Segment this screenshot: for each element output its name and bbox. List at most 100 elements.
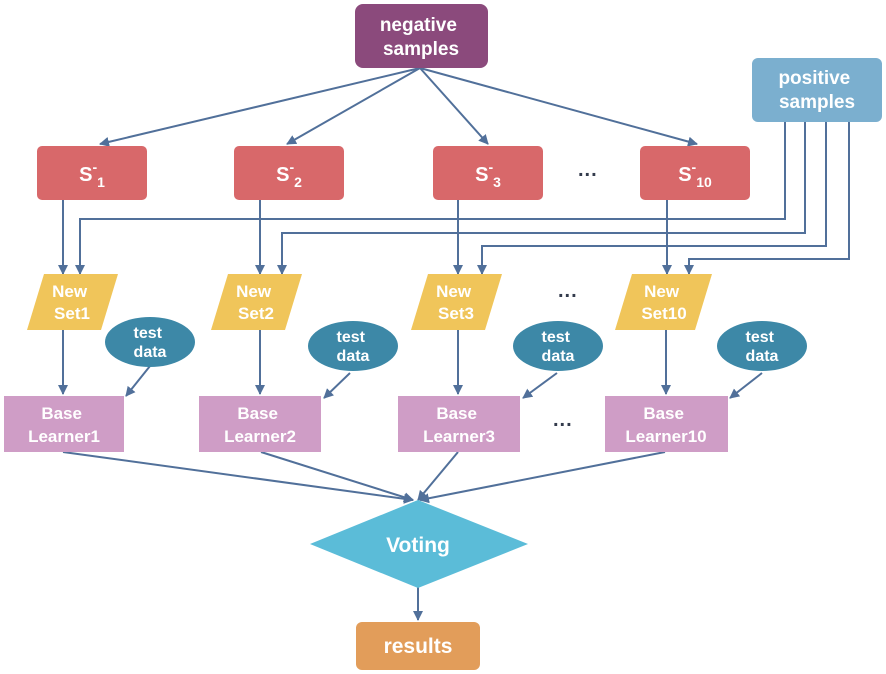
new-set-node-10: New Set10 [615, 274, 712, 330]
subset-1-base: S [79, 164, 92, 186]
subset-1-sub: 1 [97, 174, 105, 190]
arrow-positive-to-newset1 [75, 122, 786, 275]
positive-samples-line2: samples [779, 92, 855, 113]
negative-samples-line2: samples [383, 39, 459, 60]
subset-3-sup: - [488, 159, 493, 175]
subset-10-sup: - [692, 159, 697, 175]
learner-1-line1: Base [41, 404, 82, 423]
svg-text:Base Learner2: Base Learner2 [224, 404, 296, 446]
svg-text:test data: test data [542, 329, 575, 365]
results-node: results [356, 622, 480, 670]
arrow-positive-to-newset3 [477, 122, 827, 275]
learner-node-10: Base Learner10 [605, 396, 728, 452]
learner-node-3: Base Learner3 [398, 396, 520, 452]
learner-10-line2: Learner10 [625, 427, 706, 446]
learner-2-line2: Learner2 [224, 427, 296, 446]
arrow-testdata10-to-learner10 [729, 372, 763, 399]
svg-text:negative samples: negative samples [380, 15, 462, 60]
test-data-node-3: test data [513, 321, 603, 371]
negative-samples-node: negative samples [355, 4, 488, 68]
negative-samples-line1: negative [380, 15, 457, 36]
test-data-node-1: test data [105, 317, 195, 367]
test-data-node-10: test data [717, 321, 807, 371]
arrow-negative-to-s3 [419, 67, 489, 145]
subset-10-sub: 10 [696, 174, 712, 190]
subset-2-base: S [276, 164, 289, 186]
learner-node-1: Base Learner1 [4, 396, 124, 452]
arrow-testdata1-to-learner1 [125, 365, 151, 397]
arrow-testdata3-to-learner3 [522, 372, 558, 399]
new-set-2-line1: New [236, 282, 272, 301]
test-data-3-line2: data [542, 348, 575, 365]
svg-text:Base Learner3: Base Learner3 [423, 404, 495, 446]
results-label: results [384, 635, 453, 658]
arrow-positive-to-newset2 [277, 122, 806, 275]
new-set-node-1: New Set1 [27, 274, 118, 330]
positive-samples-line1: positive [778, 68, 850, 89]
new-set-10-line2: Set10 [641, 304, 686, 323]
new-set-node-2: New Set2 [211, 274, 302, 330]
svg-text:positive samples: positive samples [778, 68, 855, 113]
voting-node: Voting [310, 500, 528, 588]
svg-text:New Set3: New Set3 [436, 282, 476, 323]
arrow-learner3-to-voting [417, 451, 459, 501]
test-data-3-line1: test [542, 329, 571, 346]
subset-node-2: S-2 [234, 146, 344, 200]
svg-text:Base Learner1: Base Learner1 [28, 404, 100, 446]
new-set-node-3: New Set3 [411, 274, 502, 330]
arrow-learner10-to-voting [419, 451, 666, 504]
svg-text:New Set2: New Set2 [236, 282, 276, 323]
subset-1-sup: - [92, 159, 97, 175]
test-data-10-line1: test [746, 329, 775, 346]
test-data-2-line2: data [337, 348, 370, 365]
svg-text:test data: test data [134, 325, 167, 361]
test-data-1-line1: test [134, 325, 163, 342]
arrow-negative-to-s2 [286, 67, 421, 145]
connector-lines [58, 67, 850, 621]
learner-3-line1: Base [436, 404, 477, 423]
subset-3-base: S [475, 164, 488, 186]
arrow-learner2-to-voting [260, 451, 414, 503]
new-set-10-line1: New [644, 282, 680, 301]
ellipsis-learners: ... [553, 409, 573, 431]
subset-2-sup: - [289, 159, 294, 175]
svg-text:S-3: S-3 [475, 159, 501, 190]
new-set-1-line1: New [52, 282, 88, 301]
learner-3-line2: Learner3 [423, 427, 495, 446]
test-data-node-2: test data [308, 321, 398, 371]
svg-text:New Set1: New Set1 [52, 282, 92, 323]
voting-label: Voting [386, 534, 450, 557]
arrow-testdata2-to-learner2 [323, 372, 351, 399]
svg-text:Base Learner10: Base Learner10 [625, 404, 706, 446]
svg-text:S-10: S-10 [678, 159, 712, 190]
svg-text:New Set10: New Set10 [641, 282, 686, 323]
arrow-negative-to-s10 [419, 67, 698, 147]
learner-1-line2: Learner1 [28, 427, 100, 446]
learner-10-line1: Base [643, 404, 684, 423]
arrow-positive-to-newset10 [684, 122, 850, 275]
new-set-3-line1: New [436, 282, 472, 301]
ellipsis-new-sets: ... [558, 280, 578, 302]
learner-2-line1: Base [237, 404, 278, 423]
test-data-1-line2: data [134, 344, 167, 361]
subset-10-base: S [678, 164, 691, 186]
new-set-1-line2: Set1 [54, 304, 90, 323]
subset-node-1: S-1 [37, 146, 147, 200]
new-set-3-line2: Set3 [438, 304, 474, 323]
subset-3-sub: 3 [493, 174, 501, 190]
subset-node-3: S-3 [433, 146, 543, 200]
arrow-learner1-to-voting [62, 451, 414, 504]
positive-samples-node: positive samples [752, 58, 882, 122]
test-data-2-line1: test [337, 329, 366, 346]
svg-text:S-2: S-2 [276, 159, 302, 190]
svg-text:test data: test data [746, 329, 779, 365]
svg-text:S-1: S-1 [79, 159, 105, 190]
ellipsis-subsets: ... [578, 159, 598, 181]
new-set-2-line2: Set2 [238, 304, 274, 323]
subset-node-10: S-10 [640, 146, 750, 200]
arrow-negative-to-s1 [99, 67, 421, 147]
svg-text:test data: test data [337, 329, 370, 365]
test-data-10-line2: data [746, 348, 779, 365]
subset-2-sub: 2 [294, 174, 302, 190]
